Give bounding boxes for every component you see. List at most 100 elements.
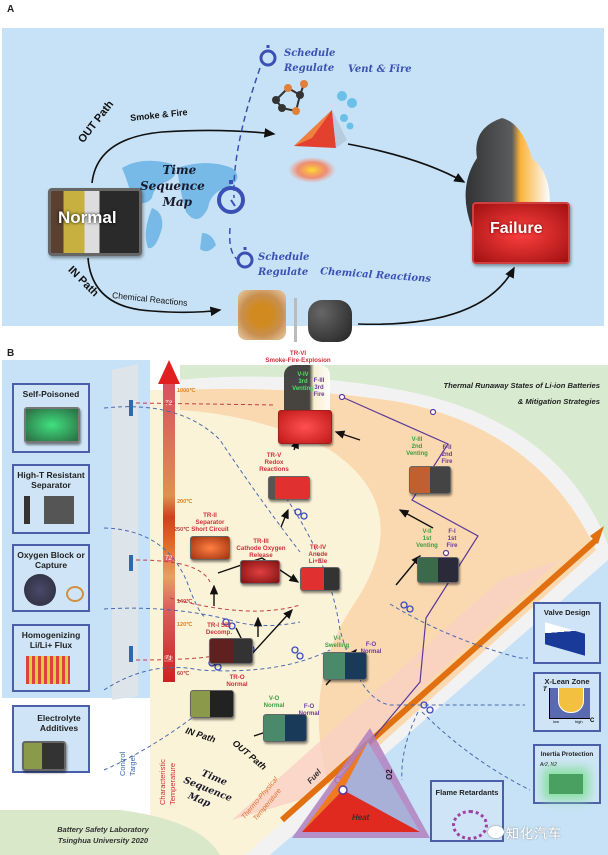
strategy-box-oxygen: Oxygen Block or Capture (12, 544, 90, 612)
strategy-box-electrolyte: Electrolyte Additives (12, 705, 90, 773)
panel-a-arrows (87, 45, 550, 326)
state-tr-vi: TR-VI Smoke-Fire-Explosion (265, 350, 331, 364)
heat-label: Heat (352, 813, 370, 822)
heat-segment (302, 790, 420, 832)
anode-particles-icon (308, 300, 352, 342)
strategy-box-x-lean: X-Lean Zone T low high C (533, 672, 601, 732)
cell-v-i (323, 652, 367, 680)
separator-sheet-icon (24, 496, 30, 524)
self-poisoned-battery-icon (24, 407, 80, 443)
top-schedule-label: Schedule Regulate (284, 48, 336, 74)
separator-block-icon (44, 496, 74, 524)
panel-b-label: B (7, 348, 15, 359)
watermark-text: 知化汽车 (506, 826, 563, 841)
in-path-arrow (87, 257, 222, 317)
normal-battery-icon (48, 188, 142, 256)
smoke-plume-icon (284, 365, 330, 410)
fire-glow (288, 157, 336, 183)
cell-tr-i (209, 638, 253, 664)
panel-a-label: A (7, 4, 15, 15)
control-arrow-down-icon (129, 400, 133, 416)
oxygen-capture-sphere-icon (24, 574, 56, 606)
stopwatch-icon-bottom (236, 247, 254, 269)
temp-mark-60: 60℃ (177, 671, 190, 677)
panel-a: Normal Failure OUT Path Smoke & Fire IN … (2, 28, 604, 342)
smoke-fire-plume (465, 118, 550, 228)
cell-v-iii (409, 466, 451, 494)
electrolyte-battery-icon (22, 741, 66, 771)
inertia-battery-icon (549, 774, 583, 794)
stopwatch-icon-center (217, 180, 245, 214)
fuel-segment (302, 742, 368, 832)
strategy-box-valve: Valve Design (533, 602, 601, 664)
x-lean-chart (549, 688, 590, 719)
temp-mark-200: 200℃ (177, 499, 193, 505)
stopwatch-icon-top (259, 45, 277, 67)
temp-mark-1000: 1000℃ (177, 388, 196, 394)
oxygen-molecule-icon (66, 586, 84, 602)
strategy-box-inertia: Inertia Protection Ar2, N2 (533, 744, 601, 804)
cell-tr-v (268, 476, 310, 500)
cell-tr-iv (300, 567, 340, 591)
t2-mark: T2 (164, 556, 174, 562)
control-arrow-up-icon (129, 555, 133, 571)
control-arrow-up-icon-2 (129, 646, 133, 662)
state-tr-iv: TR-IV Anode Li+Ele (308, 544, 328, 565)
chem-to-failure-arrow (357, 266, 515, 326)
valve-battery-icon (545, 622, 585, 656)
cell-tr-ii (190, 536, 230, 560)
t3-mark: T3 (164, 401, 174, 407)
cell-v-o (263, 714, 307, 742)
state-tr-iii: TR-III Cathode Oxygen Release (236, 538, 286, 559)
separator-icon (294, 298, 297, 342)
cell-tr-o (190, 690, 234, 718)
temperature-arrow-head (158, 360, 180, 384)
cell-tr-vi (278, 410, 332, 444)
oxygen-label: O2 (384, 769, 394, 780)
thermo-physical-arrow (280, 537, 598, 823)
normal-label: Normal (58, 208, 117, 227)
vent-to-failure-arrow (347, 143, 466, 183)
vent-fire-label: Vent & Fire (348, 64, 412, 75)
failure-battery-icon (472, 202, 570, 264)
state-tr-ii: TR-II Separator Short Circuit (191, 512, 229, 533)
cathode-particles-icon (238, 290, 286, 340)
bottom-schedule-label: Schedule Regulate (258, 252, 310, 278)
li-flux-icon (26, 656, 70, 684)
temp-mark-120: 120℃ (177, 622, 193, 628)
lab-credit: Battery Safety Laboratory Tsinghua Unive… (57, 825, 149, 845)
strategy-box-separator: High-T Resistant Separator (12, 464, 90, 534)
flame-retardant-ring-icon (452, 810, 488, 840)
strategy-box-li-flux: Homogenizing Li/Li+ Flux (12, 624, 90, 692)
state-tr-i: TR-I SEI Decomp. (205, 622, 233, 636)
state-tr-v: TR-V Redox Reactions (259, 452, 289, 473)
oxygen-segment (343, 742, 420, 832)
fire-triangle (292, 728, 430, 838)
panel-b-title-line1: Thermal Runaway States of Li-ion Batteri… (443, 381, 600, 390)
cell-v-ii (417, 557, 459, 583)
pyramid-icon (294, 110, 347, 148)
panel-b-title-line2: & Mitigation Strategies (517, 397, 600, 406)
state-tr-o: TR-O Normal (226, 674, 248, 688)
strategy-box-self-poisoned: Self-Poisoned (12, 383, 90, 453)
characteristic-temperature-bar (163, 382, 175, 682)
temp-mark-250: 250℃ (174, 527, 190, 533)
x-lean-zone-area (558, 688, 584, 713)
t1-mark: T1 (164, 656, 174, 662)
molecule-icon (272, 80, 308, 115)
gas-bubbles-icon (337, 91, 357, 130)
regulate-dashed-bottom (228, 227, 239, 261)
time-sequence-map-label: Time Sequence Map (140, 163, 205, 209)
wechat-icon (488, 826, 504, 838)
cell-tr-iii (240, 560, 280, 584)
